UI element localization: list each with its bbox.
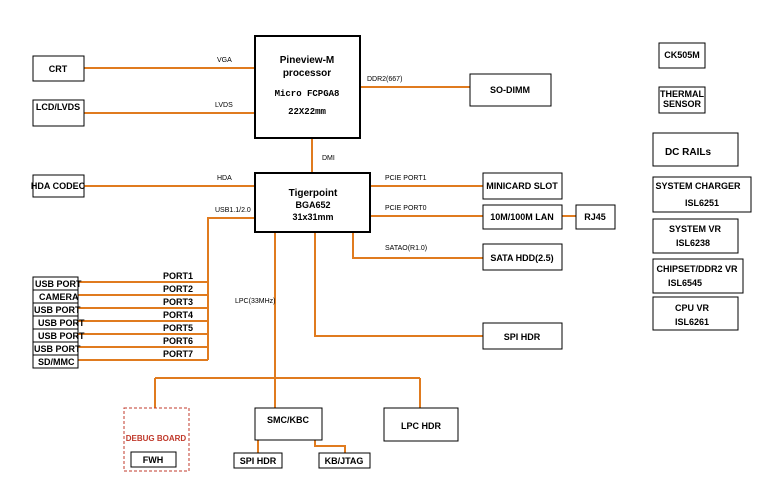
minicard-label: MINICARD SLOT [486, 181, 558, 191]
chipset-vr-label-2: ISL6545 [668, 278, 702, 288]
usb-device-label-1: USB PORT [35, 279, 82, 289]
label-ddr2: DDR2(667) [367, 76, 402, 83]
fwh-box [130, 451, 177, 468]
cpu-label-2: processor [283, 68, 331, 79]
spi-hdr-bottom-label: SPI HDR [240, 456, 277, 466]
usb-device-label-7: SD/MMC [38, 357, 75, 367]
label-pcie0: PCIE PORT0 [385, 205, 427, 212]
crt-label: CRT [49, 64, 68, 74]
label-lvds: LVDS [215, 102, 233, 109]
pch-label-3: 31x31mm [292, 212, 333, 222]
rj45-box [575, 204, 616, 230]
system-vr-label-1: SYSTEM VR [669, 224, 722, 234]
cpu-vr-box [652, 296, 739, 331]
label-dmi: DMI [322, 155, 335, 162]
ck505m-box [658, 42, 706, 69]
spi-hdr-right-box [482, 322, 563, 350]
wire-usb-trunk [207, 217, 255, 360]
sodimm-box [469, 73, 552, 107]
system-vr-label-2: ISL6238 [676, 238, 710, 248]
port-label-3: PORT3 [163, 297, 193, 307]
chipset-vr-label-1: CHIPSET/DDR2 VR [656, 264, 738, 274]
hda-codec-box [32, 174, 85, 198]
spi-hdr-bottom-box [233, 452, 283, 469]
dc-rails-label: DC RAILs [665, 147, 712, 158]
lcd-box [32, 99, 85, 127]
wire-sata [352, 232, 483, 259]
wire-smc-kbjtag [314, 440, 346, 453]
rj45-label: RJ45 [584, 212, 606, 222]
lcd-label: LCD/LVDS [36, 102, 80, 112]
pch-label-2: BGA652 [295, 200, 330, 210]
cpu-label-3: Micro FCPGA8 [275, 89, 340, 99]
kbjtag-label: KB/JTAG [325, 456, 364, 466]
lan-label: 10M/100M LAN [490, 212, 554, 222]
system-charger-box [652, 176, 752, 213]
port-label-4: PORT4 [163, 310, 193, 320]
usb-device-label-2: CAMERA [39, 292, 79, 302]
fwh-label: FWH [143, 455, 164, 465]
cpu-box [254, 35, 361, 139]
dc-rails-box [652, 132, 739, 167]
label-hda: HDA [217, 175, 232, 182]
cpu-label-1: Pineview-M [280, 55, 334, 66]
lan-box [482, 204, 563, 230]
label-vga: VGA [217, 57, 232, 64]
pch-box [254, 172, 371, 233]
port-label-6: PORT6 [163, 336, 193, 346]
port-label-5: PORT5 [163, 323, 193, 333]
port-label-2: PORT2 [163, 284, 193, 294]
thermal-sensor-box [658, 86, 706, 114]
sata-hdd-box [482, 243, 563, 271]
pch-label-1: Tigerpoint [289, 188, 338, 199]
smc-box [254, 407, 323, 441]
system-vr-box [652, 218, 739, 254]
wire-spi-right [314, 232, 483, 337]
usb-device-label-4: USB PORT [38, 318, 85, 328]
ck505m-label: CK505M [664, 50, 700, 60]
thermal-label-1: THERMAL [660, 89, 704, 99]
thermal-label-2: SENSOR [663, 99, 702, 109]
wires [78, 67, 576, 453]
lpc-hdr-box [383, 407, 459, 442]
label-pcie1: PCIE PORT1 [385, 175, 427, 182]
usb-device-label-5: USB PORT [38, 331, 85, 341]
cpu-vr-label-2: ISL6261 [675, 317, 709, 327]
chipset-vr-box [652, 258, 744, 294]
usb-device-label-3: USB PORT [34, 305, 81, 315]
sata-hdd-label: SATA HDD(2.5) [490, 253, 553, 263]
system-charger-label-1: SYSTEM CHARGER [655, 181, 741, 191]
lpc-hdr-label: LPC HDR [401, 421, 441, 431]
port-labels: PORT1 PORT2 PORT3 PORT4 PORT5 PORT6 PORT… [163, 271, 193, 359]
usb-device-list: USB PORT CAMERA USB PORT USB PORT USB PO… [32, 276, 85, 369]
spi-hdr-right-label: SPI HDR [504, 332, 541, 342]
smc-label: SMC/KBC [267, 415, 309, 425]
minicard-box [482, 172, 563, 200]
crt-box [32, 55, 85, 82]
cpu-vr-label-1: CPU VR [675, 303, 710, 313]
usb-device-box-7 [32, 354, 79, 369]
hda-codec-label: HDA CODEC [31, 181, 86, 191]
port-label-1: PORT1 [163, 271, 193, 281]
kbjtag-box [318, 452, 371, 469]
label-usb: USB1.1/2.0 [215, 207, 251, 214]
cpu-label-4: 22X22mm [288, 107, 326, 117]
label-lpc: LPC(33MHz) [235, 298, 275, 305]
usb-device-label-6: USB PORT [34, 344, 81, 354]
port-label-7: PORT7 [163, 349, 193, 359]
sodimm-label: SO-DIMM [490, 85, 530, 95]
system-charger-label-2: ISL6251 [685, 198, 719, 208]
debug-board-label: DEBUG BOARD [126, 434, 187, 443]
label-sata: SATAO(R1.0) [385, 245, 427, 252]
